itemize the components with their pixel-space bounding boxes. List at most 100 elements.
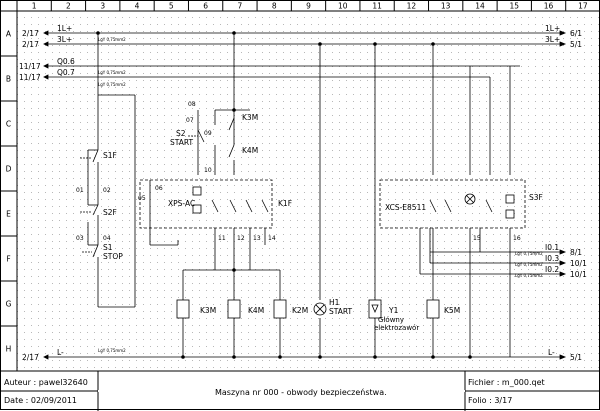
s1-stop-button[interactable] xyxy=(82,244,99,265)
coil-k4m[interactable] xyxy=(227,299,241,319)
row-label: B xyxy=(6,75,11,84)
k4m-contact[interactable] xyxy=(228,144,235,158)
wire-spec-6: LgY 0,75mm2 xyxy=(515,273,543,278)
title-block-date: Date : 02/09/2011 xyxy=(4,396,78,405)
wire-number: 14 xyxy=(268,235,276,242)
lamp-h1[interactable] xyxy=(313,302,327,316)
column-label: 6 xyxy=(203,2,208,11)
lamp-h1-label: H1 xyxy=(329,298,340,307)
column-label: 11 xyxy=(372,2,382,11)
wire-number: 12 xyxy=(237,235,245,242)
valve-y1-desc2: elektrozawór xyxy=(374,324,419,332)
wire-number: 13 xyxy=(253,235,261,242)
wire-number: 02 xyxy=(103,187,111,194)
column-label: 16 xyxy=(544,2,554,11)
s2f-emergency-stop[interactable] xyxy=(80,204,99,222)
title-block-file: Fichier : m_000.qet xyxy=(468,378,545,387)
s1f-emergency-stop[interactable] xyxy=(80,149,99,172)
wire-spec-labels: LgY 0,75mm2 LgY 0,75mm2 LgY 0,75mm2 LgY … xyxy=(98,37,543,353)
bus-label-l1-right: 1L+ xyxy=(545,24,560,33)
bus-label-l1-left: 1L+ xyxy=(57,24,72,33)
bus-ref-q06: 11/17 xyxy=(19,62,41,71)
wire-number: 06 xyxy=(155,185,163,192)
row-label: F xyxy=(6,255,10,264)
column-label: 8 xyxy=(272,2,277,11)
output-ref-1: 10/1 xyxy=(570,259,587,268)
valve-y1[interactable] xyxy=(368,299,382,319)
output-label-1: I0.3 xyxy=(545,254,559,263)
row-label: C xyxy=(6,120,11,129)
s2-desc: START xyxy=(170,138,194,147)
column-label: 9 xyxy=(306,2,311,11)
wire-number: 01 xyxy=(76,187,84,194)
coil-k2m-label: K2M xyxy=(292,306,308,315)
bus-label-q07: Q0.7 xyxy=(57,68,75,77)
k1f-label: K1F xyxy=(278,199,292,208)
bus-ref-l3-right: 5/1 xyxy=(570,40,582,49)
column-label: 2 xyxy=(66,2,71,11)
output-label-2: I0.2 xyxy=(545,265,559,274)
coil-k3m[interactable] xyxy=(176,299,190,319)
wire-number: 04 xyxy=(103,235,111,242)
s2-label: S2 xyxy=(176,129,186,138)
valve-y1-desc1: Główny xyxy=(378,316,404,324)
row-label: H xyxy=(6,345,12,354)
s1f-label: S1F xyxy=(103,151,117,160)
bus-label-q06: Q0.6 xyxy=(57,57,75,66)
s1-label: S1 xyxy=(103,243,113,252)
wiring xyxy=(87,33,511,357)
bus-ref-lminus-right: 5/1 xyxy=(570,353,582,362)
column-label: 1 xyxy=(32,2,37,11)
column-label: 4 xyxy=(135,2,140,11)
k3m-contact[interactable] xyxy=(228,117,235,131)
coil-k4m-label: K4M xyxy=(248,306,264,315)
row-label: A xyxy=(6,30,12,39)
wire-number: 15 xyxy=(473,235,481,242)
wire-spec-3: LgY 0,75mm2 xyxy=(98,82,126,87)
wire-number: 09 xyxy=(204,130,212,137)
bus-label-lminus-left: L- xyxy=(57,348,64,357)
column-label: 5 xyxy=(169,2,174,11)
s3f-module-type: XCS-E8511 xyxy=(385,203,426,212)
wire-number: 11 xyxy=(218,235,226,242)
wire-number: 03 xyxy=(76,235,84,242)
wire-spec-4: LgY 0,75mm2 xyxy=(515,251,543,256)
bus-ref-l1-left: 2/17 xyxy=(22,29,39,38)
wire-number: 10 xyxy=(204,167,212,174)
title-block-folio: Folio : 3/17 xyxy=(468,396,513,405)
wire-number: 05 xyxy=(138,195,146,202)
s2f-label: S2F xyxy=(103,208,117,217)
bus-label-l3-right: 3L+ xyxy=(545,35,560,44)
s3f-safety-module[interactable] xyxy=(379,179,526,229)
output-ref-2: 10/1 xyxy=(570,270,587,279)
s1-desc: STOP xyxy=(103,252,123,261)
wire-number-labels: 01 02 03 04 05 06 07 08 09 10 11 12 13 1… xyxy=(76,101,521,242)
s2-start-button[interactable] xyxy=(188,129,205,143)
bus-lines xyxy=(43,30,567,360)
wire-number: 08 xyxy=(188,101,196,108)
bus-ref-l3-left: 2/17 xyxy=(22,40,39,49)
wire-spec-1: LgY 0,75mm2 xyxy=(98,37,126,42)
wire-number: 16 xyxy=(513,235,521,242)
column-label: 3 xyxy=(100,2,105,11)
k1f-safety-module[interactable] xyxy=(139,179,273,229)
coil-k2m[interactable] xyxy=(273,299,287,319)
coil-k5m-label: K5M xyxy=(444,306,460,315)
column-label: 7 xyxy=(238,2,243,11)
k1f-module-type: XPS-AC xyxy=(168,199,195,208)
lamp-h1-desc: START xyxy=(329,307,353,316)
output-label-0: I0.1 xyxy=(545,243,559,252)
bus-label-l3-left: 3L+ xyxy=(57,35,72,44)
coil-k5m[interactable] xyxy=(426,299,440,319)
column-label: 14 xyxy=(475,2,485,11)
junctions xyxy=(96,31,472,359)
bus-ref-q07: 11/17 xyxy=(19,73,41,82)
column-label: 10 xyxy=(338,2,348,11)
title-block-title: Maszyna nr 000 - obwody bezpieczeństwa. xyxy=(215,388,387,397)
title-block-author: Auteur : pawel32640 xyxy=(4,378,88,387)
wire-spec-2: LgY 0,75mm2 xyxy=(98,70,126,75)
bus-ref-lminus-left: 2/17 xyxy=(22,353,39,362)
